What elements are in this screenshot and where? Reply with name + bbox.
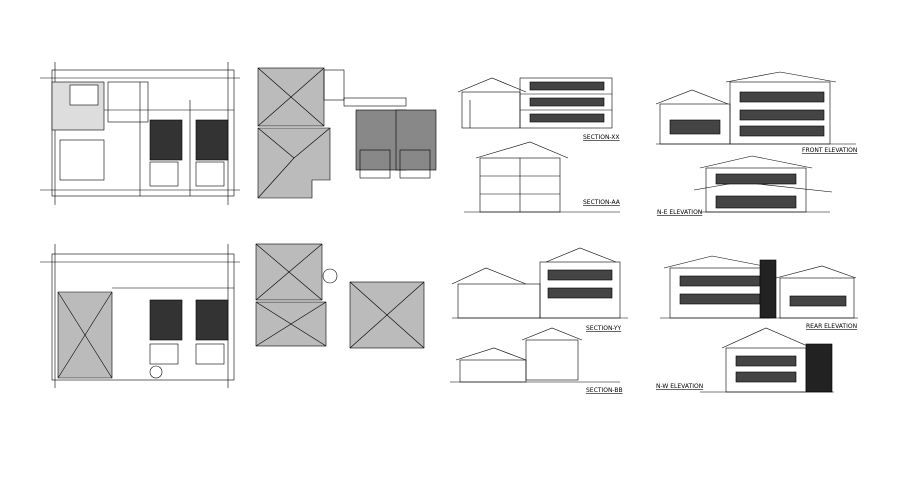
section-bb-label: SECTION-BB bbox=[586, 387, 623, 394]
rear-elevation-drawing bbox=[660, 255, 858, 319]
section-aa-drawing bbox=[464, 141, 620, 213]
section-aa-label: SECTION-AA bbox=[583, 199, 621, 206]
front-elevation-label: FRONT ELEVATION bbox=[802, 147, 857, 154]
section-yy-drawing bbox=[451, 247, 628, 319]
front-elevation-drawing bbox=[655, 71, 856, 145]
nw-elevation-drawing bbox=[700, 327, 834, 393]
first-floor-plan bbox=[40, 244, 240, 388]
nw-elevation-label: N-W ELEVATION bbox=[656, 383, 703, 390]
ne-elevation-label: N-E ELEVATION bbox=[657, 209, 702, 216]
rear-elevation-label: REAR ELEVATION bbox=[806, 323, 857, 330]
section-yy-label: SECTION-YY bbox=[586, 325, 622, 332]
section-xx-drawing bbox=[457, 77, 613, 129]
roof-plan-top bbox=[257, 67, 437, 199]
roof-plan-bottom bbox=[255, 243, 425, 349]
section-bb-drawing bbox=[450, 327, 620, 383]
section-xx-label: SECTION-XX bbox=[583, 134, 620, 141]
ne-elevation-drawing bbox=[693, 155, 833, 213]
ground-floor-plan bbox=[40, 62, 240, 205]
